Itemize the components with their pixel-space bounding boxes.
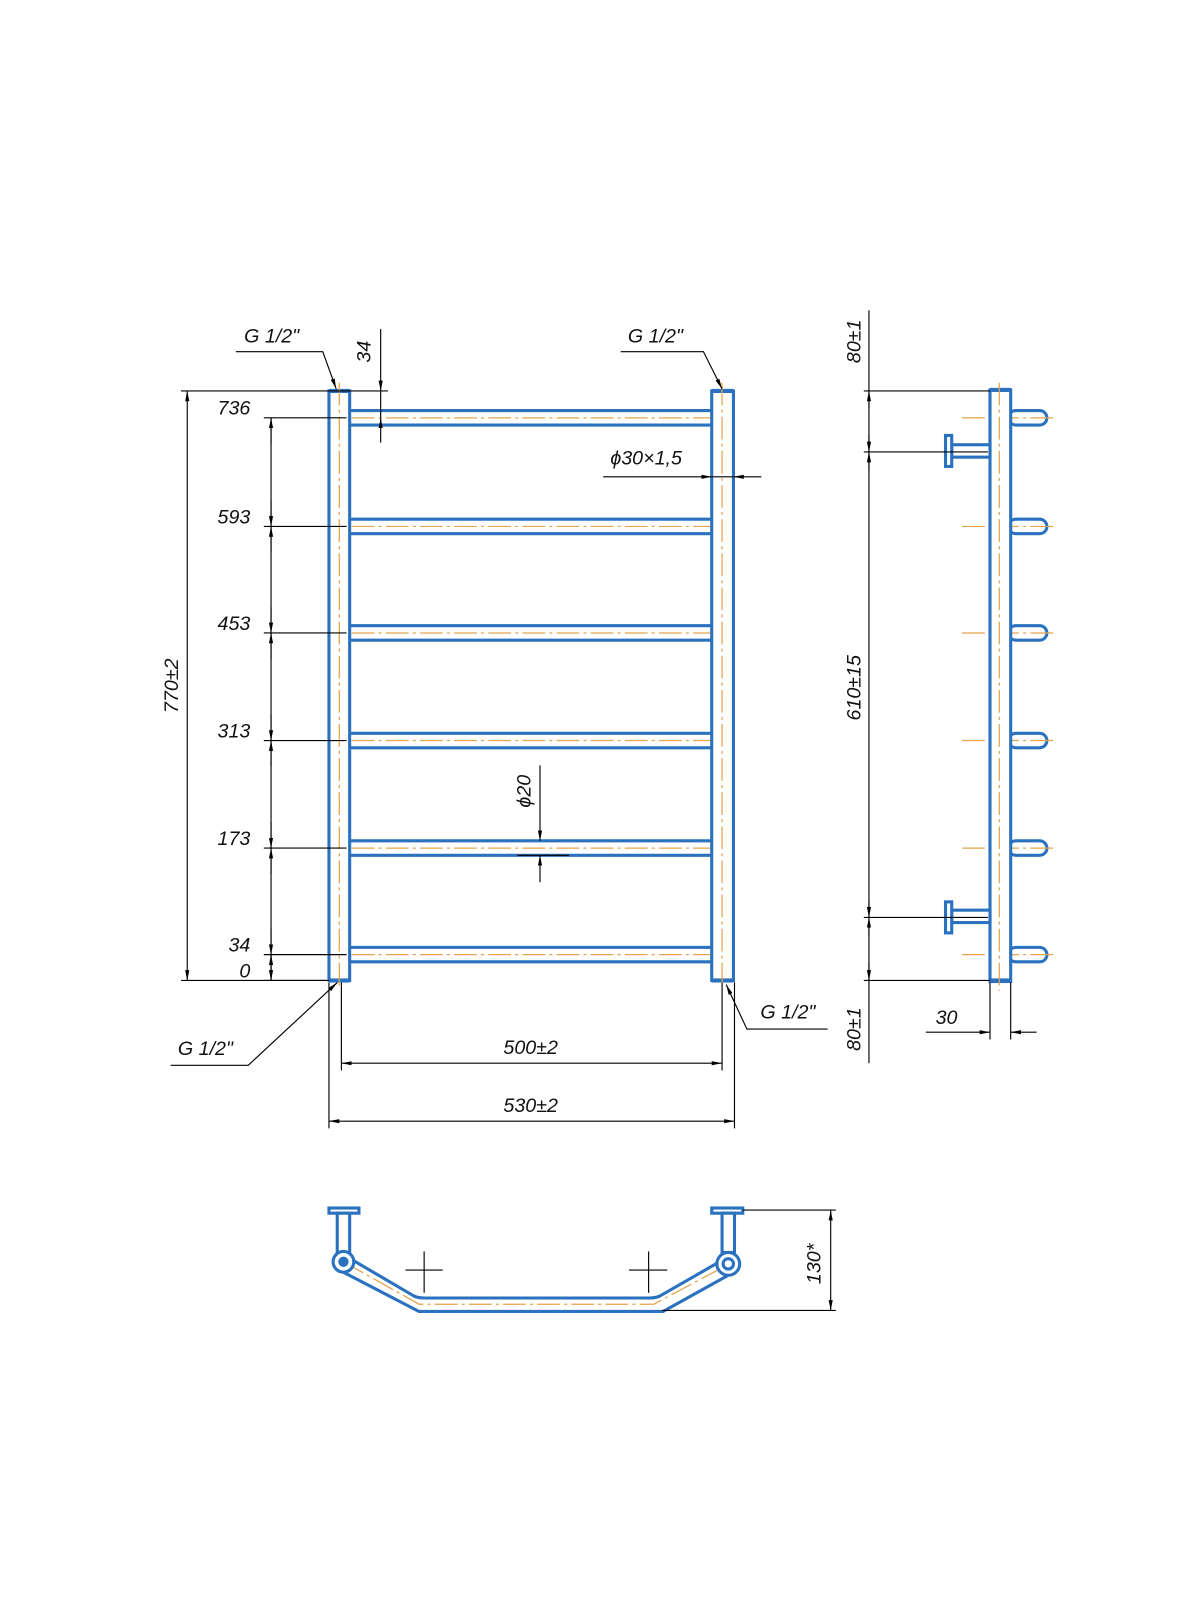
center-distance-label: 500±2 (503, 1037, 558, 1059)
top-offset-label: 34 (353, 341, 375, 363)
side-view: 80±1 610±15 80±1 30 (844, 310, 1058, 1064)
rail-height-label: 453 (218, 613, 251, 635)
overall-height-label: 770±2 (161, 658, 183, 713)
wall-distance-label: 130* (803, 1242, 825, 1284)
thread-label-top-left: G 1/2" (244, 325, 300, 347)
depth-label: 30 (936, 1007, 958, 1029)
front-view: 736 593 453 313 173 34 0 770±2 34 G 1/2" G 1/2… (161, 325, 828, 1129)
rail-height-label: 0 (239, 960, 250, 982)
left-mount-stem (335, 1211, 352, 1255)
wall-bracket-top (943, 433, 992, 469)
right-mount-stem (720, 1211, 737, 1255)
bracket-distance-label: 610±15 (844, 655, 866, 720)
side-bottom-offset-label: 80±1 (844, 1007, 866, 1051)
rail-pipe-label: ϕ20 (514, 775, 536, 808)
side-riser-tube (988, 388, 1013, 984)
rail-height-dimensions: 736 593 453 313 173 34 0 (218, 398, 347, 982)
center-mark-right (628, 1251, 668, 1293)
rail-height-label: 173 (218, 828, 251, 850)
rail-height-label: 593 (218, 506, 251, 528)
rail-height-label: 736 (218, 398, 251, 420)
center-mark-left (405, 1251, 443, 1293)
overall-width-label: 530±2 (503, 1095, 558, 1117)
rail-height-label: 313 (218, 720, 251, 742)
thread-label-top-right: G 1/2" (628, 325, 684, 347)
rails (342, 409, 719, 964)
rail-height-label: 34 (228, 935, 250, 957)
thread-label-bottom-right: G 1/2" (760, 1002, 816, 1024)
top-view: 130* (327, 1206, 836, 1313)
riser-pipe-label: ϕ30×1,5 (610, 447, 682, 469)
side-top-offset-label: 80±1 (844, 320, 866, 364)
bent-rail-outline (335, 1251, 740, 1313)
thread-label-bottom-left: G 1/2" (178, 1038, 234, 1060)
